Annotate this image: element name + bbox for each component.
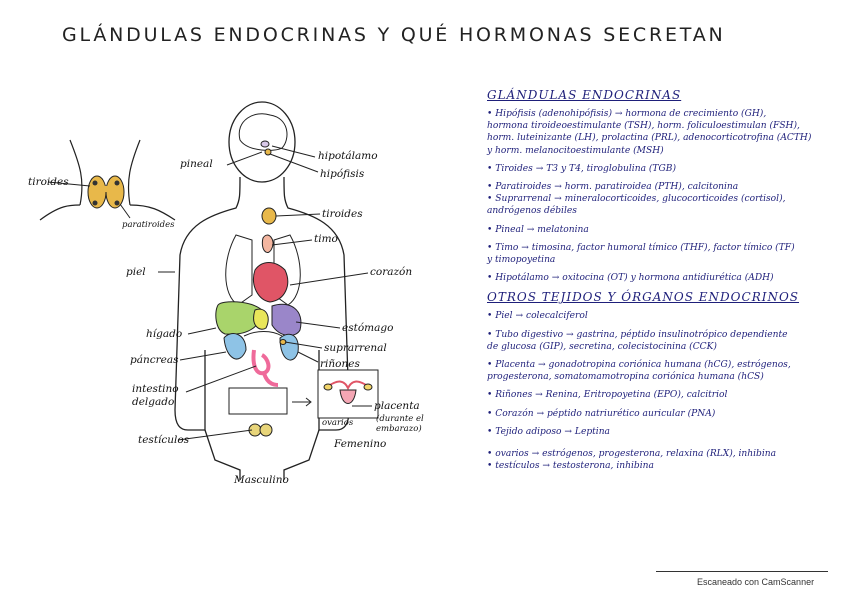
label-estomago: estómago <box>342 322 393 334</box>
list-item-line: • Tejido adiposo → Leptina <box>487 426 835 438</box>
label-femenino: Femenino <box>334 438 386 450</box>
list-item: • Timo → timosina, factor humoral tímico… <box>487 242 835 266</box>
list-item-line: • Placenta → gonadotropina coriónica hum… <box>487 359 835 371</box>
list-item-line: • Tiroides → T3 y T4, tiroglobulina (TGB… <box>487 163 835 175</box>
label-timo: timo <box>314 233 338 245</box>
label-rinones: riñones <box>320 358 360 370</box>
list-item-line: • Paratiroides → horm. paratiroidea (PTH… <box>487 181 835 193</box>
footer-divider <box>656 571 828 572</box>
list-item-line: de glucosa (GIP), secretina, colecistoci… <box>487 341 835 353</box>
list-item: • Piel → colecalciferol <box>487 310 835 322</box>
glandulas-list: • Hipófisis (adenohipófisis) → hormona d… <box>487 108 835 284</box>
label-placenta: placenta <box>374 400 420 412</box>
label-testiculos: testículos <box>138 434 189 446</box>
list-item-line: y timopoyetina <box>487 254 835 266</box>
label-pancreas: páncreas <box>130 354 179 366</box>
notes-column: GLÁNDULAS ENDOCRINAS • Hipófisis (adenoh… <box>487 88 835 478</box>
label-placenta-note-2: embarazo) <box>376 424 422 434</box>
list-item-line: progesterona, somatomamotropina coriónic… <box>487 371 835 383</box>
page-title: GLÁNDULAS ENDOCRINAS Y QUÉ HORMONAS SECR… <box>62 24 726 46</box>
list-item-line: y horm. melanocitoestimulante (MSH) <box>487 145 835 157</box>
list-item-line: • testículos → testosterona, inhibina <box>487 460 835 472</box>
scanner-watermark: Escaneado con CamScanner <box>697 577 814 587</box>
list-item: • Tiroides → T3 y T4, tiroglobulina (TGB… <box>487 163 835 175</box>
list-item-line: • Riñones → Renina, Eritropoyetina (EPO)… <box>487 389 835 401</box>
label-placenta-note-1: (durante el <box>376 414 424 424</box>
list-item: • Pineal → melatonina <box>487 224 835 236</box>
list-item-line: • Piel → colecalciferol <box>487 310 835 322</box>
list-item-line: • Hipófisis (adenohipófisis) → hormona d… <box>487 108 835 120</box>
list-item-line: • Tubo digestivo → gastrina, péptido ins… <box>487 329 835 341</box>
label-suprarrenal: suprarrenal <box>324 342 387 354</box>
label-hipotalamo: hipotálamo <box>318 150 378 162</box>
label-corazon: corazón <box>370 266 412 278</box>
list-item-line: hormona tiroideoestimulante (TSH), horm.… <box>487 120 835 132</box>
section-heading-otros: OTROS TEJIDOS Y ÓRGANOS ENDOCRINOS <box>487 290 835 304</box>
list-item: • Tejido adiposo → Leptina <box>487 426 835 438</box>
list-item: • Corazón → péptido natriurético auricul… <box>487 408 835 420</box>
list-item-line: • Corazón → péptido natriurético auricul… <box>487 408 835 420</box>
label-tiroides: tiroides <box>322 208 363 220</box>
label-masculino: Masculino <box>234 474 289 486</box>
list-item: • Tubo digestivo → gastrina, péptido ins… <box>487 329 835 353</box>
label-paratiroides: paratiroides <box>122 220 175 230</box>
label-ovarios: ovarios <box>322 418 353 428</box>
list-item: • Hipófisis (adenohipófisis) → hormona d… <box>487 108 835 157</box>
list-item-line: • Hipotálamo → oxitocina (OT) y hormona … <box>487 272 835 284</box>
list-item: • Paratiroides → horm. paratiroidea (PTH… <box>487 181 835 218</box>
list-item: • Placenta → gonadotropina coriónica hum… <box>487 359 835 383</box>
label-pineal: pineal <box>180 158 213 170</box>
list-item-line: • Suprarrenal → mineralocorticoides, glu… <box>487 193 835 205</box>
list-item-line: horm. luteinizante (LH), prolactina (PRL… <box>487 132 835 144</box>
list-item-line: • Pineal → melatonina <box>487 224 835 236</box>
label-delgado: delgado <box>132 396 174 408</box>
section-heading-glandulas: GLÁNDULAS ENDOCRINAS <box>487 88 835 102</box>
list-item: • Hipotálamo → oxitocina (OT) y hormona … <box>487 272 835 284</box>
anatomy-diagram: tiroides paratiroides pineal hipotálamo … <box>0 80 475 550</box>
label-intestino: intestino <box>132 383 179 395</box>
list-item-line: andrógenos débiles <box>487 205 835 217</box>
label-hipofisis: hipófisis <box>320 168 364 180</box>
label-piel: piel <box>126 266 146 278</box>
list-item: • ovarios → estrógenos, progesterona, re… <box>487 448 835 472</box>
list-item: • Riñones → Renina, Eritropoyetina (EPO)… <box>487 389 835 401</box>
label-higado: hígado <box>146 328 182 340</box>
otros-list: • Piel → colecalciferol • Tubo digestivo… <box>487 310 835 472</box>
list-item-line: • Timo → timosina, factor humoral tímico… <box>487 242 835 254</box>
list-item-line: • ovarios → estrógenos, progesterona, re… <box>487 448 835 460</box>
label-tiroides-detail: tiroides <box>28 176 69 188</box>
